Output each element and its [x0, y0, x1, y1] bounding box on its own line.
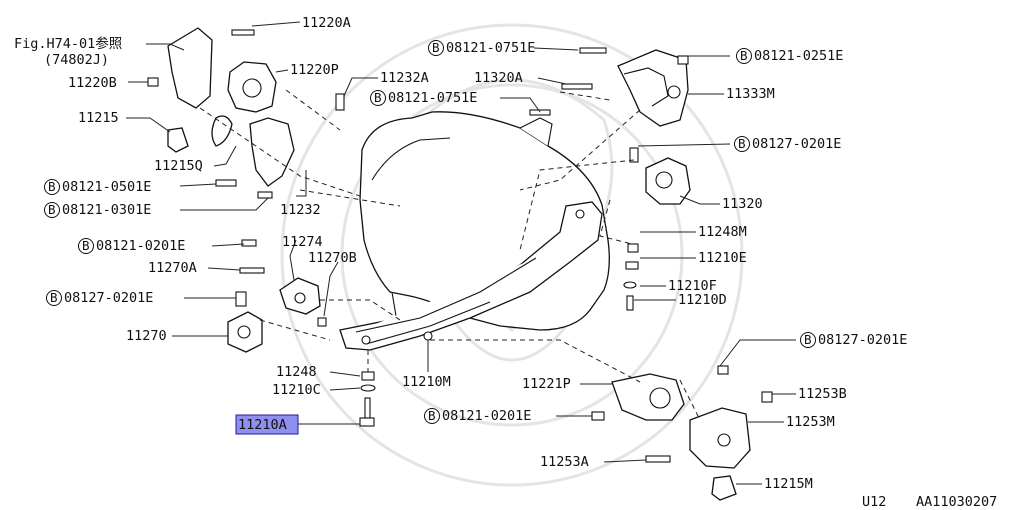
footer-model: U12	[862, 494, 886, 510]
bolt-0201b: B 08121-0201E	[78, 238, 185, 254]
label-11253M: 11253M	[786, 414, 835, 430]
label-11215: 11215	[78, 110, 119, 126]
label-11320A: 11320A	[474, 70, 523, 86]
bolt-0501: B 08121-0501E	[44, 179, 151, 195]
label-08121-0501E: 08121-0501E	[62, 179, 151, 195]
label-11270A: 11270A	[148, 260, 197, 276]
bracket-11253M	[689, 407, 751, 501]
bolt-symbol: B	[50, 290, 58, 305]
fasteners	[147, 29, 773, 463]
bolt-symbol: B	[48, 202, 56, 217]
center-member	[339, 201, 603, 351]
label-11210C: 11210C	[272, 382, 321, 398]
rear-mount-bracket	[617, 49, 689, 127]
label-11253A: 11253A	[540, 454, 589, 470]
footer-code: AA11030207	[916, 494, 997, 510]
label-08121-0751E-a: 08121-0751E	[446, 40, 535, 56]
fig-reference-sub: (74802J)	[44, 52, 109, 68]
label-11220P: 11220P	[290, 62, 339, 78]
label-08121-0201E-b: 08121-0201E	[96, 238, 185, 254]
bolt-0201e: B 08127-0201E	[800, 332, 907, 348]
label-08127-0201E-c: 08127-0201E	[64, 290, 153, 306]
label-08127-0201E-e: 08127-0201E	[818, 332, 907, 348]
label-11232A: 11232A	[380, 70, 429, 86]
bolt-symbol: B	[82, 238, 90, 253]
label-11220A: 11220A	[302, 15, 351, 31]
label-11215Q: 11215Q	[154, 158, 203, 174]
bolt-symbol: B	[432, 40, 440, 55]
label-08121-0201E-d: 08121-0201E	[442, 408, 531, 424]
label-11215M: 11215M	[764, 476, 813, 492]
label-11221P: 11221P	[522, 376, 571, 392]
bolt-0251: B 08121-0251E	[736, 48, 843, 64]
bolt-symbol: B	[428, 408, 436, 423]
bolt-symbol: B	[738, 136, 746, 151]
bolt-0201a: B 08127-0201E	[734, 136, 841, 152]
label-11210F: 11210F	[668, 278, 717, 294]
selected-part-highlight	[235, 414, 299, 435]
label-08121-0301E: 08121-0301E	[62, 202, 151, 218]
assembly-dashed-lines	[199, 89, 701, 421]
bolt-0201c: B 08127-0201E	[46, 290, 153, 306]
label-08121-0251E: 08121-0251E	[754, 48, 843, 64]
label-11210D: 11210D	[678, 292, 727, 308]
bolt-symbol: B	[740, 48, 748, 63]
bolt-0751a: B 08121-0751E	[428, 40, 535, 56]
bolt-0301: B 08121-0301E	[44, 202, 151, 218]
label-11210E: 11210E	[698, 250, 747, 266]
label-11270: 11270	[126, 328, 167, 344]
bolt-symbol: B	[48, 179, 56, 194]
mount-11270	[227, 311, 263, 353]
label-11248M: 11248M	[698, 224, 747, 240]
label-11253B: 11253B	[798, 386, 847, 402]
label-08127-0201E-a: 08127-0201E	[752, 136, 841, 152]
bolt-0751b: B 08121-0751E	[370, 90, 477, 106]
mount-11274	[279, 277, 321, 315]
mount-11320	[645, 157, 691, 205]
label-11220B: 11220B	[68, 75, 117, 91]
leader-lines	[126, 21, 796, 485]
label-11210A-selected: 11210A	[238, 417, 287, 433]
part-labels: Fig.H74-01参照 (74802J) 11220A 11220P 1122…	[14, 15, 997, 510]
label-11210M: 11210M	[402, 374, 451, 390]
label-11248: 11248	[276, 364, 317, 380]
label-08121-0751E-b: 08121-0751E	[388, 90, 477, 106]
mount-11221P	[611, 373, 685, 421]
bolt-symbol: B	[804, 332, 812, 347]
label-11274: 11274	[282, 234, 323, 250]
fig-reference: Fig.H74-01参照	[14, 35, 122, 52]
label-11333M: 11333M	[726, 86, 775, 102]
label-11270B: 11270B	[308, 250, 357, 266]
bolt-symbol: B	[374, 90, 382, 105]
label-11232: 11232	[280, 202, 321, 218]
label-11320: 11320	[722, 196, 763, 212]
bolt-0201d: B 08121-0201E	[424, 408, 531, 424]
